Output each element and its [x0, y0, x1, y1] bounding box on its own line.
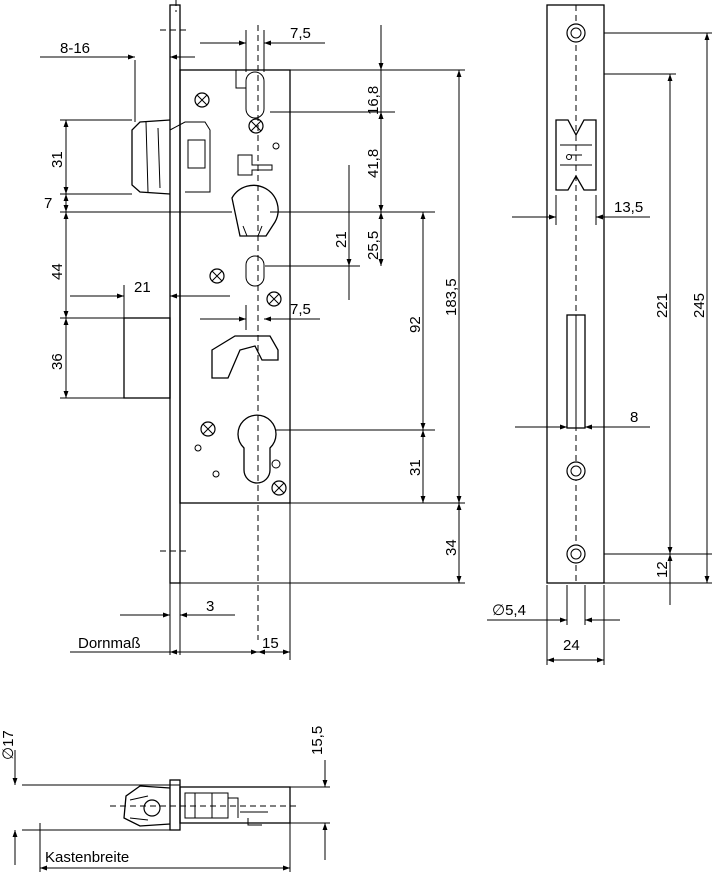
- dim-245: 245: [691, 293, 708, 318]
- latch-bolt: [131, 119, 211, 195]
- small-hole: [271, 459, 281, 469]
- bolt-mechanism: [211, 335, 279, 379]
- dim-15: 15: [262, 635, 279, 652]
- top-latch-bolt: [123, 785, 171, 827]
- label-kastenbreite: Kastenbreite: [45, 849, 129, 866]
- case-screws: [194, 92, 287, 496]
- label-dornmass: Dornmaß: [78, 635, 141, 652]
- screw: [266, 291, 282, 307]
- lever-part: [237, 154, 273, 176]
- deadbolt: [123, 317, 171, 399]
- screw: [271, 480, 287, 496]
- dim-dia-17: ∅17: [0, 730, 17, 760]
- dim-44: 44: [49, 263, 66, 280]
- side-screw-holes: [566, 23, 586, 564]
- dim-221: 221: [654, 293, 671, 318]
- dim-21-left: 21: [134, 279, 151, 296]
- small-hole: [272, 142, 280, 150]
- dim-backset-range: 8-16: [60, 40, 90, 57]
- small-hole: [212, 470, 220, 478]
- screw: [209, 268, 225, 284]
- top-case: [179, 786, 291, 824]
- front-dimension-labels: 8-16 7,5 16,8 41,8 31 7 21 25,5 44 21 7,…: [44, 25, 460, 652]
- screw: [248, 118, 264, 134]
- dim-41-8: 41,8: [365, 149, 382, 178]
- side-view: [546, 4, 712, 665]
- front-faceplate: [169, 4, 181, 584]
- case-top-notch: [179, 70, 246, 89]
- dim-8: 8: [630, 409, 638, 426]
- dim-25-5: 25,5: [365, 231, 382, 260]
- dim-7-5-mid: 7,5: [290, 301, 311, 318]
- top-dimension-labels: ∅17 15,5 Kastenbreite: [0, 726, 326, 866]
- front-view: [60, 0, 465, 660]
- side-latch-opening: [555, 119, 597, 191]
- dim-31-bottom: 31: [407, 459, 424, 476]
- dim-21-mid: 21: [333, 231, 350, 248]
- dim-24: 24: [563, 637, 580, 654]
- dim-34: 34: [443, 539, 460, 556]
- front-dimensions: [40, 25, 462, 655]
- follower: [231, 184, 279, 237]
- dim-dia-5-4: ∅5,4: [492, 602, 526, 619]
- screw: [194, 92, 210, 108]
- dim-16-8: 16,8: [365, 86, 382, 115]
- small-hole: [194, 444, 202, 452]
- mid-slot: [245, 255, 265, 287]
- screw: [200, 421, 216, 437]
- dim-13-5: 13,5: [614, 199, 643, 216]
- dim-183-5: 183,5: [443, 278, 460, 316]
- dim-12: 12: [654, 561, 671, 578]
- dim-3: 3: [206, 598, 214, 615]
- dim-36: 36: [49, 353, 66, 370]
- lock-case: [179, 69, 291, 504]
- top-faceplate: [169, 779, 181, 831]
- dim-31-left: 31: [49, 151, 66, 168]
- side-dimensions: [487, 33, 710, 663]
- top-dimensions: [12, 750, 328, 871]
- dim-7-5-top: 7,5: [290, 25, 311, 42]
- side-dimension-labels: 13,5 221 245 8 12 ∅5,4 24: [492, 199, 708, 654]
- top-slot: [245, 71, 265, 119]
- profile-cylinder-hole: [237, 414, 277, 484]
- dim-7-left: 7: [44, 195, 52, 212]
- dim-15-5: 15,5: [309, 726, 326, 755]
- dim-92: 92: [407, 316, 424, 333]
